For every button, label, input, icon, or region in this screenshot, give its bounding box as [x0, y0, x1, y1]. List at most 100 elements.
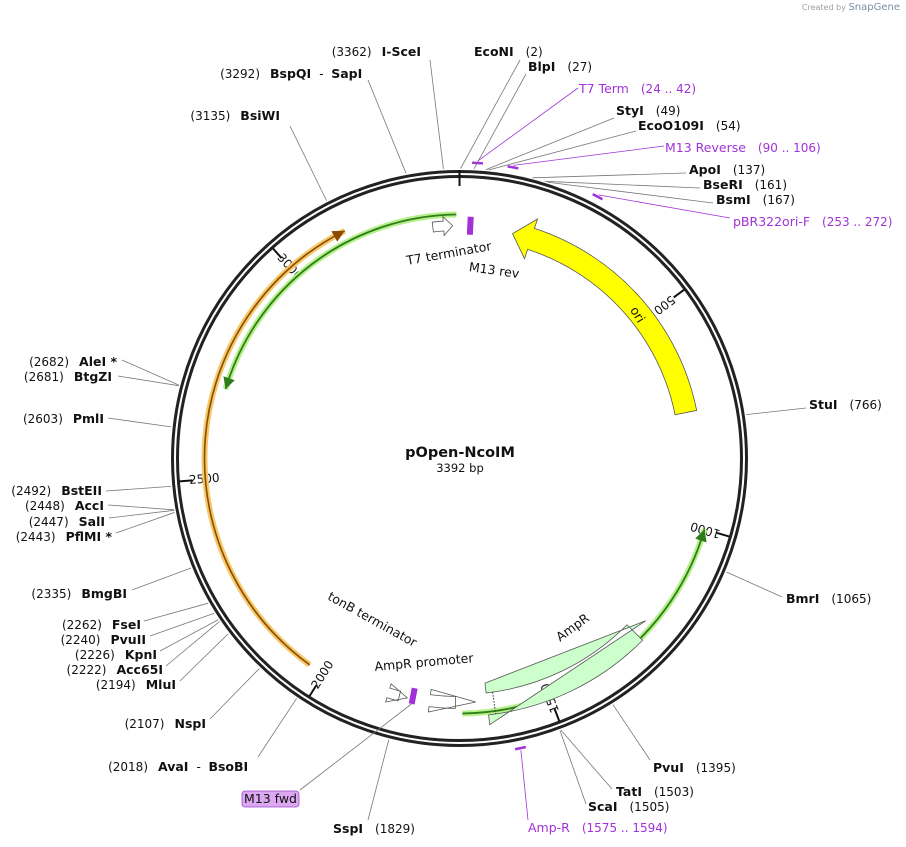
- enzyme-8-pos: (1065): [831, 592, 871, 606]
- enzyme-13-dash: -: [196, 760, 200, 774]
- m13-fwd-site: [408, 687, 418, 705]
- leader-bsteii: [105, 485, 171, 492]
- ampr-feature: [484, 620, 646, 726]
- enzyme-9-pos: (1395): [696, 761, 736, 775]
- primer-pbr322ori-name: pBR322ori-F: [733, 214, 810, 229]
- primer-m13reverse-pos: (90 .. 106): [758, 141, 821, 155]
- leader-pflmi: [115, 512, 175, 534]
- primer-m13reverse-name: M13 Reverse: [665, 140, 746, 155]
- enzyme-5-pos: (161): [755, 178, 787, 192]
- enzyme-15-pos: (2194): [96, 678, 136, 692]
- enzyme-6-pos: (167): [763, 193, 795, 207]
- m13rev-label: M13 rev: [468, 259, 521, 281]
- orf-green-left-line: [224, 213, 457, 390]
- watermark-prefix: Created by: [801, 3, 846, 12]
- enzyme-28-pos: (3135): [190, 109, 230, 123]
- leader-pbr322ori: [598, 194, 731, 219]
- primer-ampr-pos: (1575 .. 1594): [582, 821, 668, 835]
- leader-stui: [746, 407, 807, 416]
- leader-nspi: [209, 668, 260, 720]
- enzyme-26-name: BtgZI: [74, 369, 112, 384]
- enzyme-20-name: BmgBI: [81, 586, 127, 601]
- leader-bsiwi: [289, 125, 327, 201]
- m13fwd-box: [241, 790, 300, 808]
- enzyme-29-name: BspQI: [270, 66, 311, 81]
- enzyme-1-pos: (27): [567, 60, 592, 74]
- t7-terminator-feature: [431, 215, 454, 237]
- enzyme-3-name: EcoO109I: [638, 118, 704, 133]
- enzyme-22-pos: (2447): [29, 515, 69, 529]
- enzyme-29-extra: SapI: [331, 66, 362, 81]
- leader-avai: [257, 698, 297, 758]
- scale-tick-500: [673, 288, 685, 299]
- ampr-label: AmpR: [553, 610, 592, 644]
- plasmid-name: pOpen-NcoIM: [405, 445, 515, 461]
- watermark-brand: SnapGene: [848, 2, 900, 13]
- enzyme-29-dash: -: [319, 67, 323, 81]
- leader-ecoo109i: [488, 130, 637, 171]
- leader-blpi: [473, 73, 527, 170]
- enzyme-10-pos: (1503): [654, 785, 694, 799]
- scale-tick-1500: [553, 708, 561, 722]
- enzyme-12-pos: (1829): [375, 822, 415, 836]
- leader-pmli: [107, 417, 172, 428]
- enzyme-6-name: BsmI: [716, 192, 751, 207]
- leader-pvuii: [149, 612, 215, 637]
- enzyme-21-name: PflMI *: [66, 529, 113, 544]
- orf-orange-line: [203, 230, 346, 666]
- enzyme-22-name: SalI: [79, 514, 105, 529]
- enzyme-16-pos: (2222): [67, 663, 107, 677]
- ampr-promoter-label: AmpR promoter: [374, 650, 475, 674]
- leader-ampr-primer: [520, 750, 529, 821]
- enzyme-2-pos: (49): [656, 104, 681, 118]
- leader-acc65i: [165, 621, 220, 667]
- leader-alei: [121, 359, 180, 386]
- leader-sali: [108, 509, 175, 519]
- enzyme-18-name: PvuII: [110, 632, 146, 647]
- enzyme-15-name: MluI: [146, 677, 176, 692]
- leader-m13fwd: [299, 703, 412, 791]
- enzyme-23-name: AccI: [75, 498, 104, 513]
- leader-m13reverse: [513, 145, 665, 166]
- enzyme-17-pos: (2226): [75, 648, 115, 662]
- leader-bsmi: [547, 181, 714, 204]
- enzyme-9-name: PvuI: [653, 760, 684, 775]
- enzyme-25-pos: (2603): [23, 412, 63, 426]
- m13-rev-site: [466, 216, 474, 235]
- m13fwd-label: M13 fwd: [244, 791, 297, 806]
- orf-green-right-arrowhead: [695, 529, 707, 543]
- enzyme-8-name: BmrI: [786, 591, 819, 606]
- leader-lines: [105, 59, 807, 821]
- scale-tick-3000: [272, 247, 283, 259]
- pbr322ori-primer-bar: [592, 193, 604, 201]
- enzyme-27-pos: (2682): [29, 355, 69, 369]
- enzyme-3-pos: (54): [716, 119, 741, 133]
- enzyme-18-pos: (2240): [61, 633, 101, 647]
- enzyme-7-pos: (766): [850, 398, 882, 412]
- tonb-label: tonB terminator: [325, 588, 420, 650]
- enzyme-1-name: BlpI: [528, 59, 555, 74]
- leader-i-scei: [429, 59, 444, 169]
- primer-pbr322ori-pos: (253 .. 272): [822, 215, 892, 229]
- enzyme-5-name: BseRI: [703, 177, 743, 192]
- leader-pvui: [612, 704, 651, 761]
- scale-tick-2000: [308, 684, 318, 697]
- enzyme-2-name: StyI: [616, 103, 644, 118]
- ampr-promoter-feature: [427, 688, 476, 713]
- enzyme-26-pos: (2681): [24, 370, 64, 384]
- leader-btgzi: [117, 375, 179, 387]
- enzyme-11-name: ScaI: [588, 799, 618, 814]
- enzyme-13-extra: BsoBI: [208, 759, 248, 774]
- leader-bspqi: [367, 79, 407, 174]
- primer-t7term-name: T7 Term: [578, 81, 629, 96]
- enzyme-7-name: StuI: [809, 397, 838, 412]
- orf-green-left-arrowhead: [223, 376, 235, 389]
- enzyme-16-name: Acc65I: [116, 662, 163, 677]
- m13reverse-primer-bar: [507, 165, 519, 170]
- leader-apoi: [532, 172, 687, 179]
- enzyme-14-pos: (2107): [125, 717, 165, 731]
- enzyme-14-name: NspI: [174, 716, 206, 731]
- ori-label: ori: [627, 304, 648, 326]
- enzyme-24-name: BstEII: [61, 483, 102, 498]
